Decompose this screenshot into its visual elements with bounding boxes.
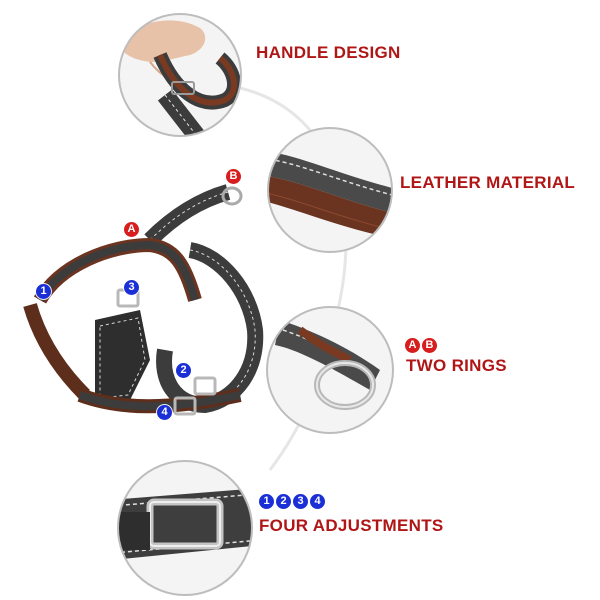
adjust-badge-1: 1: [259, 494, 274, 509]
harness-product: [23, 184, 264, 416]
marker-b: B: [226, 169, 241, 184]
ring-b: [221, 186, 243, 206]
rings-badge-b: B: [422, 338, 437, 353]
adjust-badge-2: 2: [276, 494, 291, 509]
hand-shape: [119, 20, 206, 62]
adjust-badge-3: 3: [293, 494, 308, 509]
ring-strap: [275, 320, 380, 390]
marker-3: 3: [124, 280, 139, 295]
leather-detail-circle: [267, 127, 393, 253]
label-two-rings: TWO RINGS: [406, 356, 507, 375]
adjust-badges: 1 2 3 4: [259, 494, 325, 509]
marker-2: 2: [176, 363, 191, 378]
marker-a: A: [124, 222, 139, 237]
leather-strap-bottom: [268, 175, 392, 240]
buckle-2: [193, 376, 217, 396]
marker-4: 4: [157, 405, 172, 420]
marker-1: 1: [36, 284, 51, 299]
label-leather-material: LEATHER MATERIAL: [400, 173, 576, 192]
buckle-4: [173, 396, 197, 416]
handle-detail-circle: [118, 13, 242, 137]
chest-plate: [95, 310, 150, 405]
label-handle-design: HANDLE DESIGN: [256, 43, 401, 62]
rings-badge-a: A: [405, 338, 420, 353]
adjust-badge-4: 4: [310, 494, 325, 509]
leather-strap-top: [268, 150, 392, 215]
rings-detail-circle: [266, 306, 394, 434]
label-four-adjustments: FOUR ADJUSTMENTS: [259, 516, 444, 535]
adjust-detail-circle: [117, 460, 253, 596]
rings-badges: A B: [405, 338, 437, 353]
